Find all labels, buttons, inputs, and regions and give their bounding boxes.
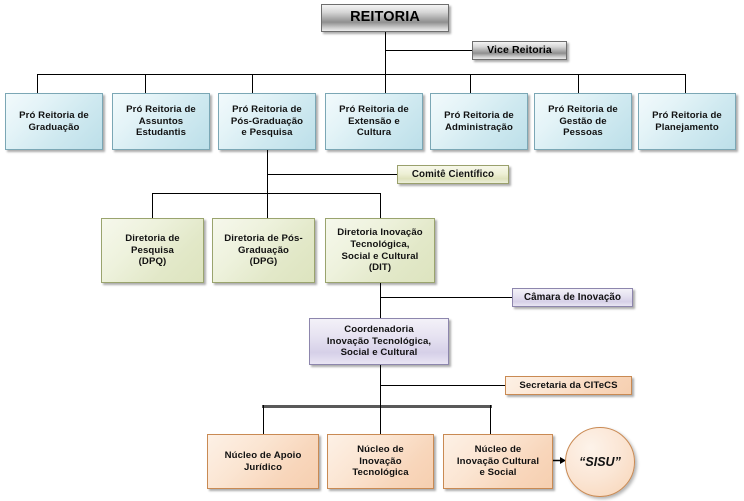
connector-pro-2 bbox=[145, 74, 146, 93]
node-vice-reitoria[interactable]: Vice Reitoria bbox=[472, 41, 567, 60]
node-label: Diretoria de Pós-Graduação(DPG) bbox=[224, 232, 303, 268]
node-diretoria-pos-graduacao[interactable]: Diretoria de Pós-Graduação(DPG) bbox=[212, 218, 315, 283]
node-reitoria[interactable]: REITORIA bbox=[321, 4, 449, 32]
connector-dir-1 bbox=[152, 193, 153, 218]
connector-pro-5 bbox=[470, 74, 471, 93]
bus-diretorias bbox=[152, 193, 380, 194]
node-sisu[interactable]: “SISU” bbox=[565, 427, 635, 497]
connector-coordenadoria-down bbox=[380, 365, 381, 407]
connector-pro-3 bbox=[252, 74, 253, 93]
connector-pro-1 bbox=[37, 74, 38, 93]
connector-dit-down bbox=[380, 283, 381, 318]
connector-comite bbox=[267, 174, 397, 175]
node-camara-inovacao[interactable]: Câmara de Inovação bbox=[512, 288, 633, 307]
connector-nucleo-1 bbox=[263, 405, 264, 434]
node-comite-cientifico[interactable]: Comitê Científico bbox=[397, 165, 509, 184]
node-label: Comitê Científico bbox=[411, 168, 495, 180]
connector-secretaria bbox=[380, 385, 505, 386]
connector-camara bbox=[380, 297, 512, 298]
node-secretaria-citecs[interactable]: Secretaria da CITeCS bbox=[505, 376, 632, 395]
node-vice-reitoria-label: Vice Reitoria bbox=[487, 44, 552, 57]
connector-dir-3 bbox=[380, 193, 381, 218]
connector-pro-6 bbox=[578, 74, 579, 93]
node-sisu-label: “SISU” bbox=[579, 455, 621, 469]
node-label: Secretaria da CITeCS bbox=[519, 379, 618, 391]
node-label: Câmara de Inovação bbox=[523, 291, 622, 303]
connector-nucleo-3 bbox=[490, 405, 491, 434]
connector-pro-4 bbox=[385, 74, 386, 93]
bus-nucleos bbox=[262, 405, 492, 408]
bus-pro-reitorias bbox=[37, 74, 685, 75]
connector-dir-2 bbox=[267, 193, 268, 218]
node-reitoria-label: REITORIA bbox=[350, 9, 420, 26]
connector-reitoria-vice bbox=[385, 50, 473, 51]
connector-pro-7 bbox=[685, 74, 686, 93]
connector-reitoria-down bbox=[385, 32, 386, 74]
connector-nucleo-2 bbox=[380, 405, 381, 434]
connector-posgrad-down bbox=[267, 150, 268, 218]
